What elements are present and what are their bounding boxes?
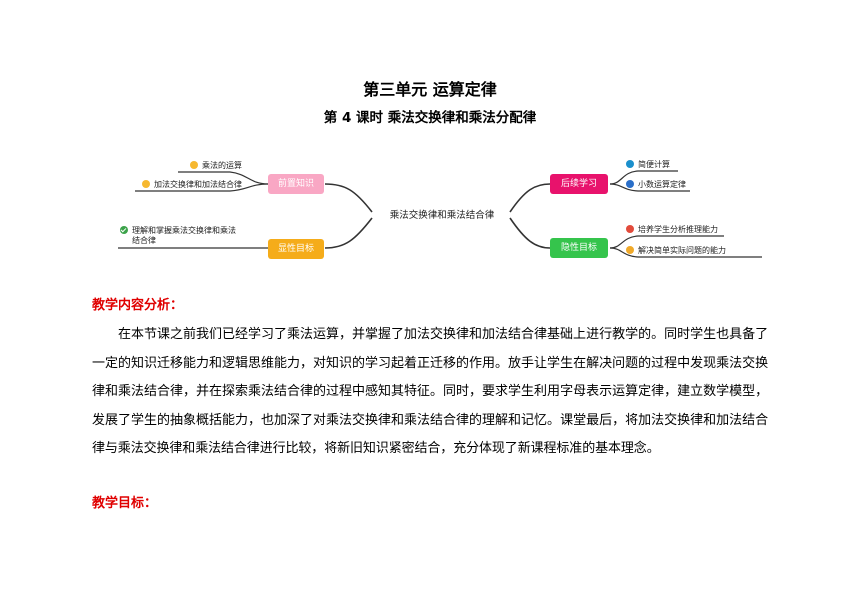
smile-icon bbox=[190, 161, 198, 169]
mind-map-connectors bbox=[118, 170, 762, 258]
node-explicit-goal: 显性目标 bbox=[268, 239, 324, 259]
leaf-decimal-laws: 小数运算定律 bbox=[626, 180, 686, 190]
leaf-reasoning: 培养学生分析推理能力 bbox=[626, 225, 718, 235]
node-implicit-goal: 隐性目标 bbox=[550, 238, 608, 258]
mind-map-center: 乘法交换律和乘法结合律 bbox=[389, 210, 495, 221]
smile-icon bbox=[142, 180, 150, 188]
analysis-heading: 教学内容分析： bbox=[92, 298, 184, 313]
leaf-problem-solving: 解决简单实际问题的能力 bbox=[626, 246, 726, 256]
leaf-understand-laws: 理解和掌握乘法交换律和乘法 结合律 bbox=[120, 226, 236, 246]
flag-icon bbox=[626, 225, 634, 233]
goals-heading: 教学目标： bbox=[92, 496, 158, 511]
node-follow-up: 后续学习 bbox=[550, 174, 608, 194]
document-title: 第三单元 运算定律 bbox=[363, 80, 497, 99]
check-icon bbox=[120, 226, 128, 234]
analysis-paragraph: 在本节课之前我们已经学习了乘法运算，并掌握了加法交换律和加法结合律基础上进行教学… bbox=[92, 327, 768, 456]
smile-icon bbox=[626, 246, 634, 254]
gear-icon bbox=[626, 160, 634, 168]
star-icon bbox=[626, 180, 634, 188]
leaf-multiplication: 乘法的运算 bbox=[190, 161, 242, 171]
leaf-addition-laws: 加法交换律和加法结合律 bbox=[142, 180, 242, 190]
leaf-simple-calc: 简便计算 bbox=[626, 160, 670, 170]
node-prerequisite: 前置知识 bbox=[268, 174, 324, 194]
mind-map: 乘法交换律和乘法结合律 前置知识 显性目标 后续学习 隐性目标 乘法的运算 加法… bbox=[110, 150, 770, 270]
document-subtitle: 第 4 课时 乘法交换律和乘法分配律 bbox=[323, 110, 537, 126]
